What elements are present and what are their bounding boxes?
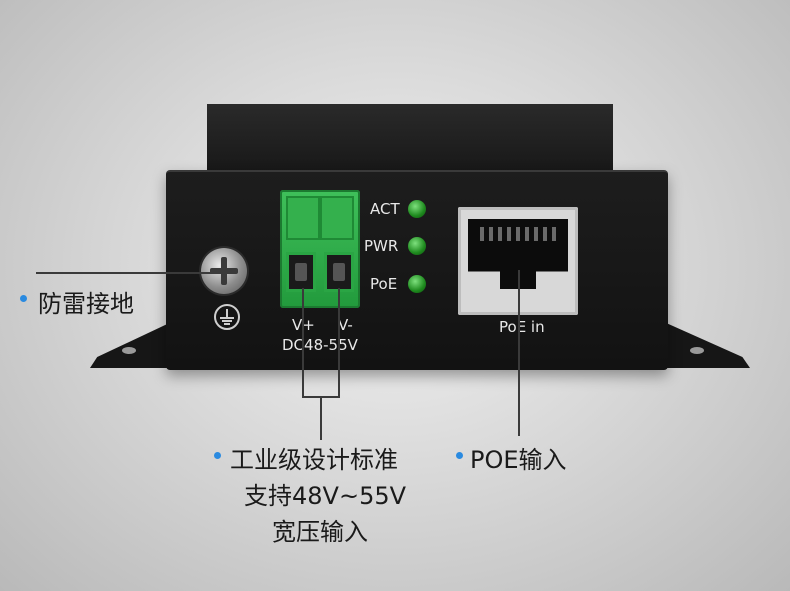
plus-leader-line [302, 288, 304, 398]
power-callout-line3: 宽压输入 [272, 518, 368, 546]
power-leader-line [320, 396, 322, 440]
power-terminal-block [280, 190, 360, 308]
terminal-voltage-label: DC48-55V [282, 336, 358, 354]
ground-bullet [20, 295, 27, 302]
minus-leader-line [338, 288, 340, 398]
power-bullet [214, 452, 221, 459]
terminal-port-plus [286, 252, 316, 292]
right-mounting-flange [655, 318, 750, 368]
poe-callout: POE输入 [470, 446, 567, 474]
led-label-poe: PoE [370, 275, 398, 293]
right-mounting-hole [690, 347, 704, 354]
ground-screw [201, 248, 247, 294]
poe-led [408, 275, 426, 293]
led-label-pwr: PWR [364, 237, 399, 255]
terminal-minus-label: V- [338, 316, 353, 334]
led-label-act: ACT [370, 200, 400, 218]
ground-callout: 防雷接地 [38, 290, 134, 318]
act-led [408, 200, 426, 218]
poe-leader-line [518, 270, 520, 436]
terminal-port-minus [324, 252, 354, 292]
pwr-led [408, 237, 426, 255]
power-callout-line1: 工业级设计标准 [230, 446, 398, 474]
poe-bullet [456, 452, 463, 459]
ground-icon [214, 304, 240, 330]
left-mounting-hole [122, 347, 136, 354]
device-top-panel [207, 104, 613, 176]
ground-leader-line [36, 272, 228, 274]
port-label: PoE in [499, 318, 545, 336]
power-callout-line2: 支持48V~55V [244, 482, 407, 510]
